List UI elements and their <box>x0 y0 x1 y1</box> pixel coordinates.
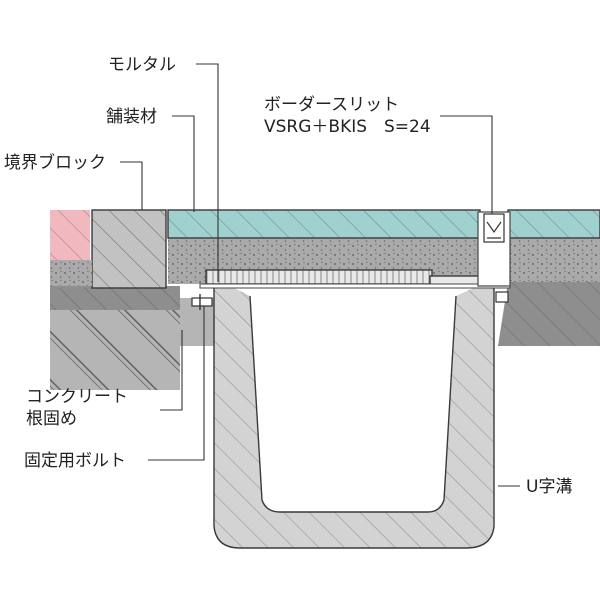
label-u-gutter: U字溝 <box>526 477 572 497</box>
label-product-spec: VSRG＋BKIS S=24 <box>264 117 431 137</box>
border-slit-insert <box>483 213 505 243</box>
label-border-slit: ボーダースリット <box>264 95 399 115</box>
grating-assembly <box>199 211 511 289</box>
leader-curb-block <box>120 161 143 210</box>
fixing-bolt-left <box>191 297 213 307</box>
concrete-root-bed <box>50 298 214 390</box>
label-root-bed: 根固め <box>26 409 77 429</box>
paving-material <box>167 209 600 239</box>
leader-fixing-bolt <box>148 306 205 461</box>
label-concrete: コンクリート <box>26 387 128 407</box>
leader-mortar <box>196 63 219 282</box>
concrete-root-bed-under <box>180 298 214 346</box>
u-gutter <box>213 286 495 549</box>
grating-frame <box>430 276 500 286</box>
leader-border-slit <box>440 115 493 214</box>
labels: モルタル 舗装材 境界ブロック ボーダースリット VSRG＋BKIS S=24 … <box>4 55 572 497</box>
label-curb-block: 境界ブロック <box>4 152 106 173</box>
label-mortar: モルタル <box>108 55 176 75</box>
leader-paving <box>172 115 195 212</box>
leader-concrete <box>160 330 183 411</box>
leader-lines <box>120 63 520 487</box>
label-paving: 舗装材 <box>106 107 157 127</box>
curb-block <box>91 209 167 289</box>
label-fixing-bolt: 固定用ボルト <box>24 451 126 471</box>
fixing-bolt-right <box>495 291 509 303</box>
fixing-bolts <box>191 291 509 310</box>
left-paving-brick <box>50 210 92 286</box>
